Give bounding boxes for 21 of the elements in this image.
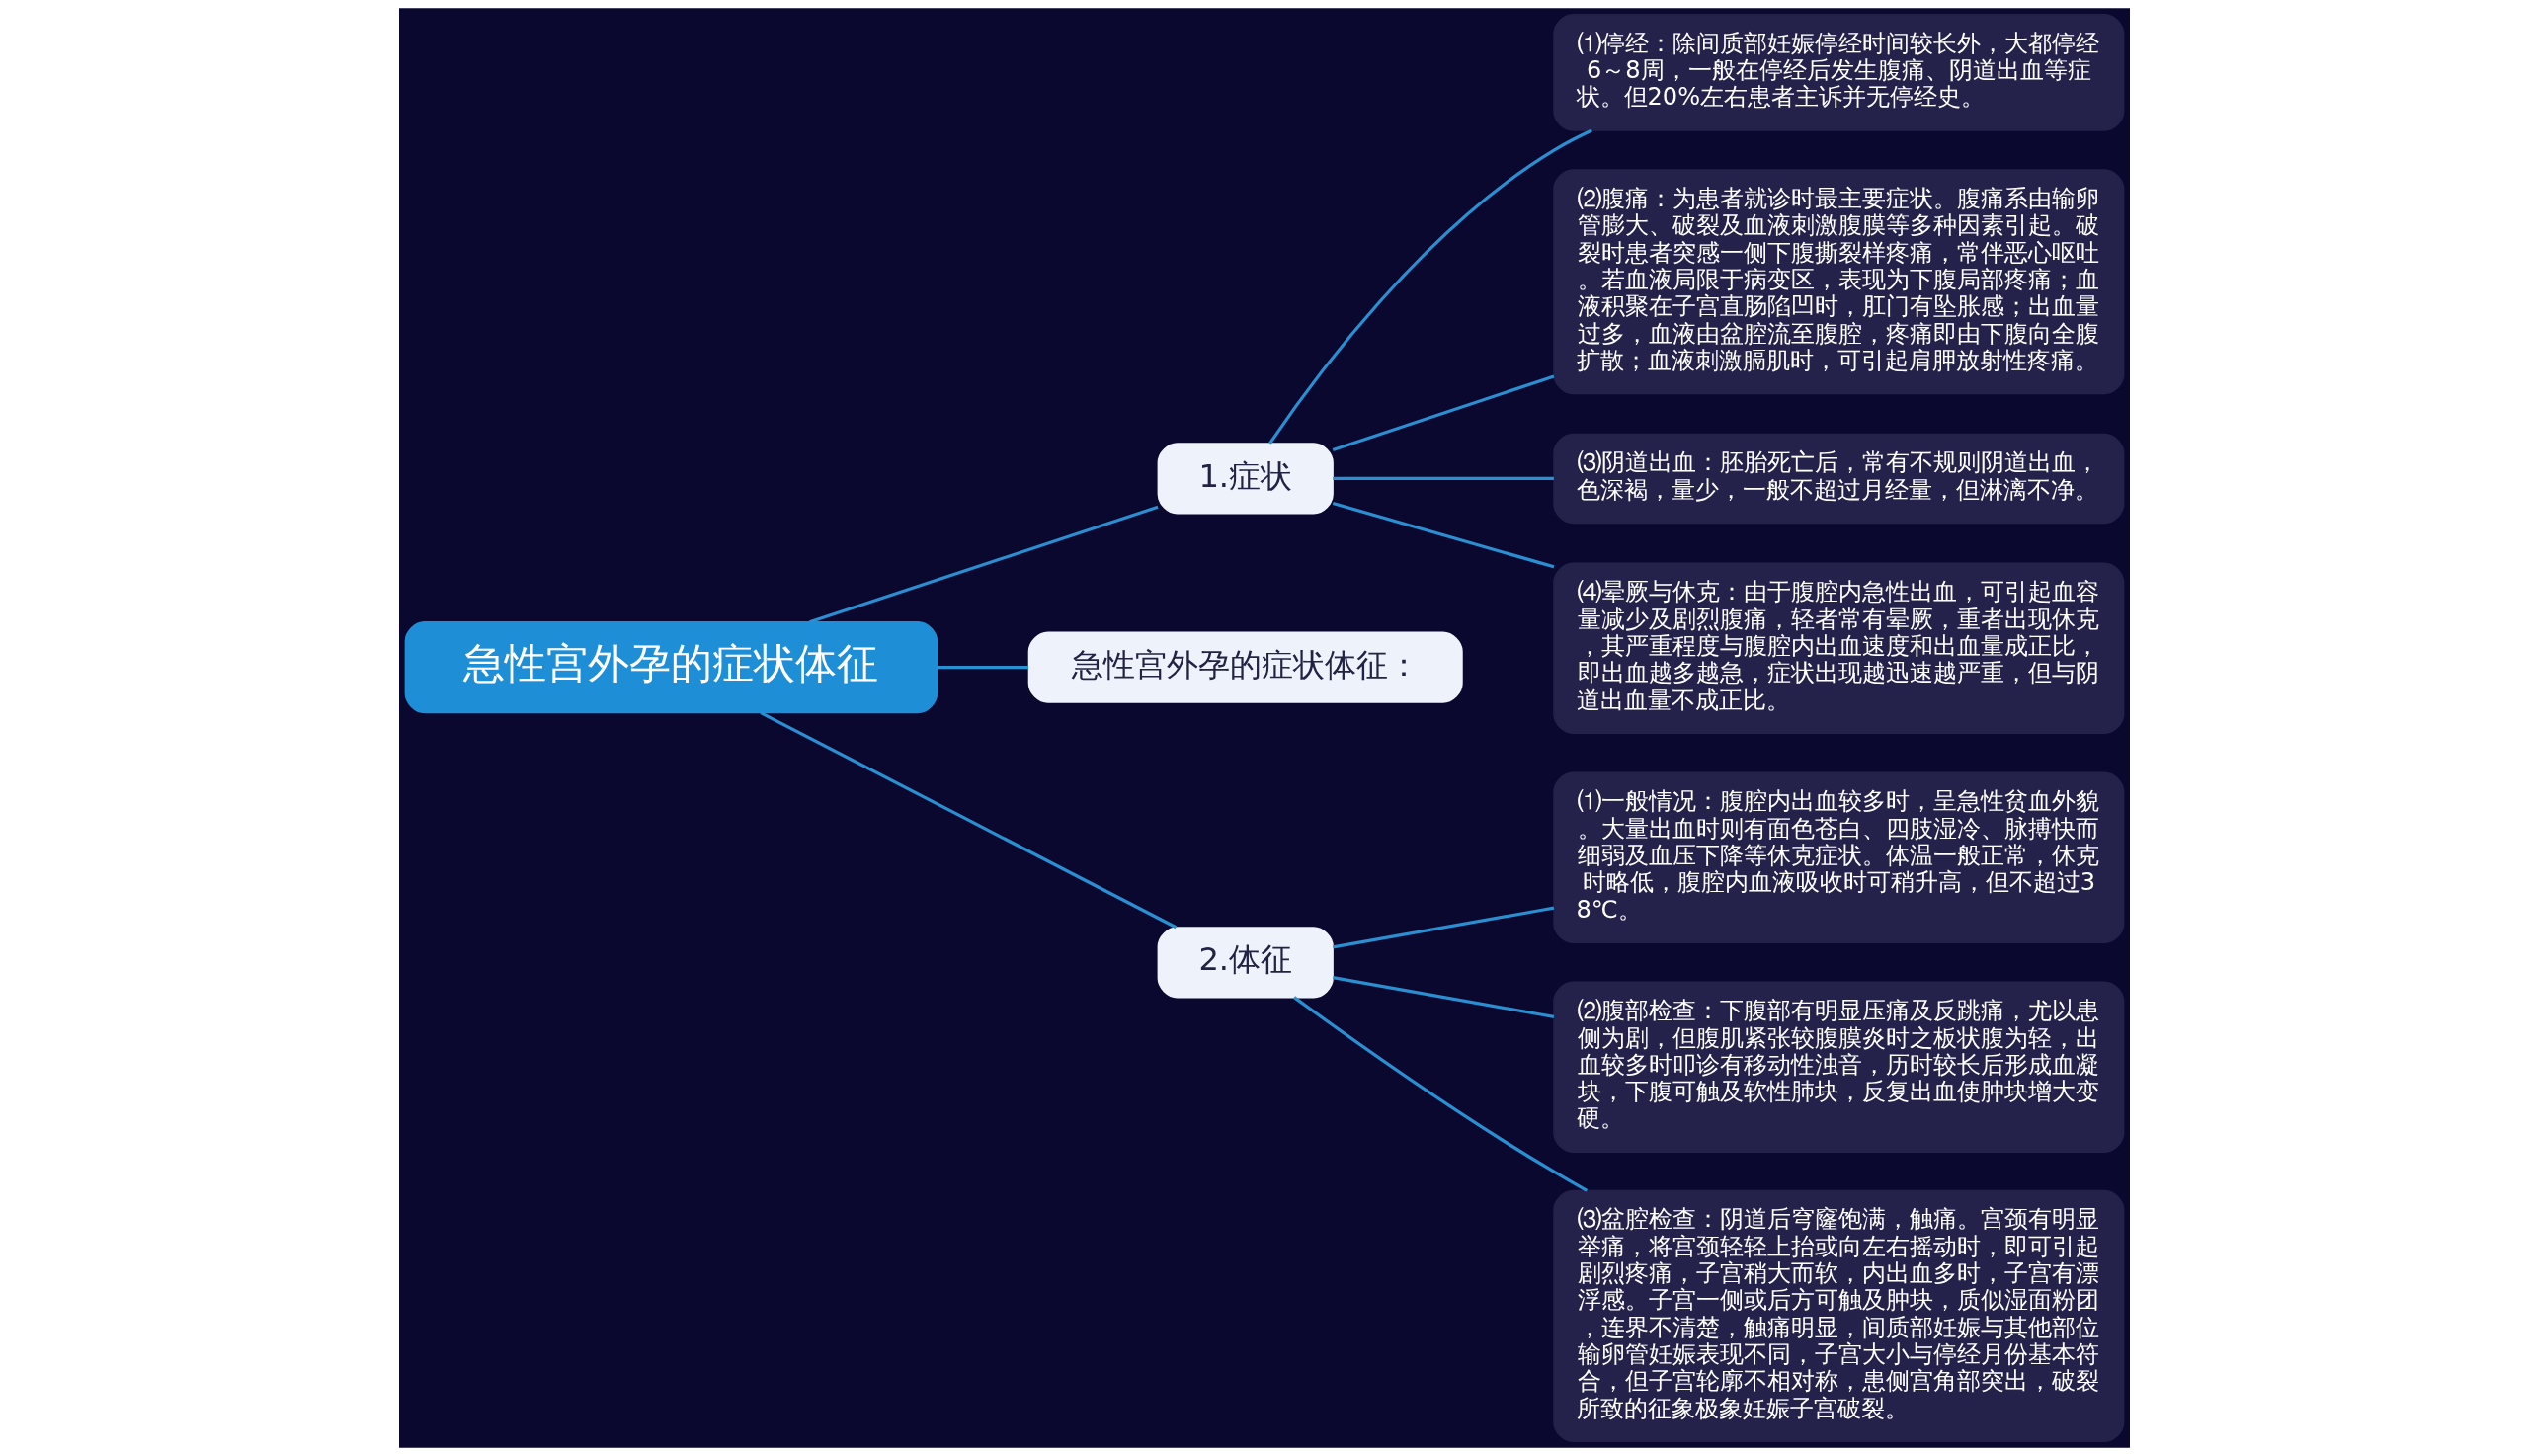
connector [1332,501,1555,569]
node-box: 急性宫外孕的症状体征 [404,621,938,714]
node-box: 2.体征 [1157,927,1334,999]
connector [1293,996,1589,1192]
node-box: ⑵腹痛：为患者就诊时最主要症状。腹痛系由输卵管膨大、破裂及血液刺激腹膜等多种因素引起。破裂时患者突感一侧下腹撕裂样疼痛，常伴恶心呕吐。若血液局限于病变区，表现为下腹局部疼痛；血液积聚在子宫直肠陷凹时，肛门有坠胀感；出血量过多，血液由盆腔流至腹腔，疼痛即由下腹向全腹扩散；血液刺激膈肌时，可引起肩胛放射性疼痛。 [1553,169,2125,395]
node-box: ⑶盆腔检查：阴道后穹窿饱满，触痛。宫颈有明显举痛，将宫颈轻轻上抬或向左右摇动时，即可引起剧烈疼痛，子宫稍大而软，内出血多时，子宫有漂浮感。子宫一侧或后方可触及肿块，质似湿面粉团，连界不清楚，触痛明显，间质部妊娠与其他部位输卵管妊娠表现不同，子宫大小与停经月份基本符合，但子宫轮廓不相对称，患侧宫角部突出，破裂所致的征象极象妊娠子宫破裂。 [1553,1189,2125,1443]
node-box: ⑶阴道出血：胚胎死亡后，常有不规则阴道出血，色深褐，量少，一般不超过月经量，但淋漓不净。 [1553,433,2125,525]
connector [809,505,1159,624]
node-box: ⑵腹部检查：下腹部有明显压痛及反跳痛，尤以患侧为剧，但腹肌紧张较腹膜炎时之板状腹为轻，出血较多时叩诊有移动性浊音，历时较长后形成血凝块，下腹可触及软性肺块，反复出血使肿块增大变硬。 [1553,981,2125,1153]
node-box: ⑷晕厥与休克：由于腹腔内急性出血，可引起血容量减少及剧烈腹痛，轻者常有晕厥，重者出现休克，其严重程度与腹腔内出血速度和出血量成正比，即出血越多越急，症状出现越迅速越严重，但与阴道出血量不成正比。 [1553,562,2125,735]
node-box: 1.症状 [1157,443,1334,515]
node-box: 急性宫外孕的症状体征： [1027,631,1463,703]
connector [1268,128,1592,445]
connector [1332,374,1555,452]
connector [1332,976,1555,1018]
connector [1332,906,1555,949]
node-box: ⑴停经：除间质部妊娠停经时间较长外，大都停经6～8周，一般在停经后发生腹痛、阴道出血等症状。但20%左右患者主诉并无停经史。 [1553,13,2125,131]
connector [1333,476,1554,481]
node-box: ⑴一般情况：腹腔内出血较多时，呈急性贫血外貌。大量出血时则有面色苍白、四肢湿冷、脉搏快而细弱及血压下降等休克症状。体温一般正常，休克时略低，腹腔内血液吸收时可稍升高，但不超过38℃。 [1553,771,2125,943]
connector [760,711,1178,930]
connector [937,665,1029,670]
